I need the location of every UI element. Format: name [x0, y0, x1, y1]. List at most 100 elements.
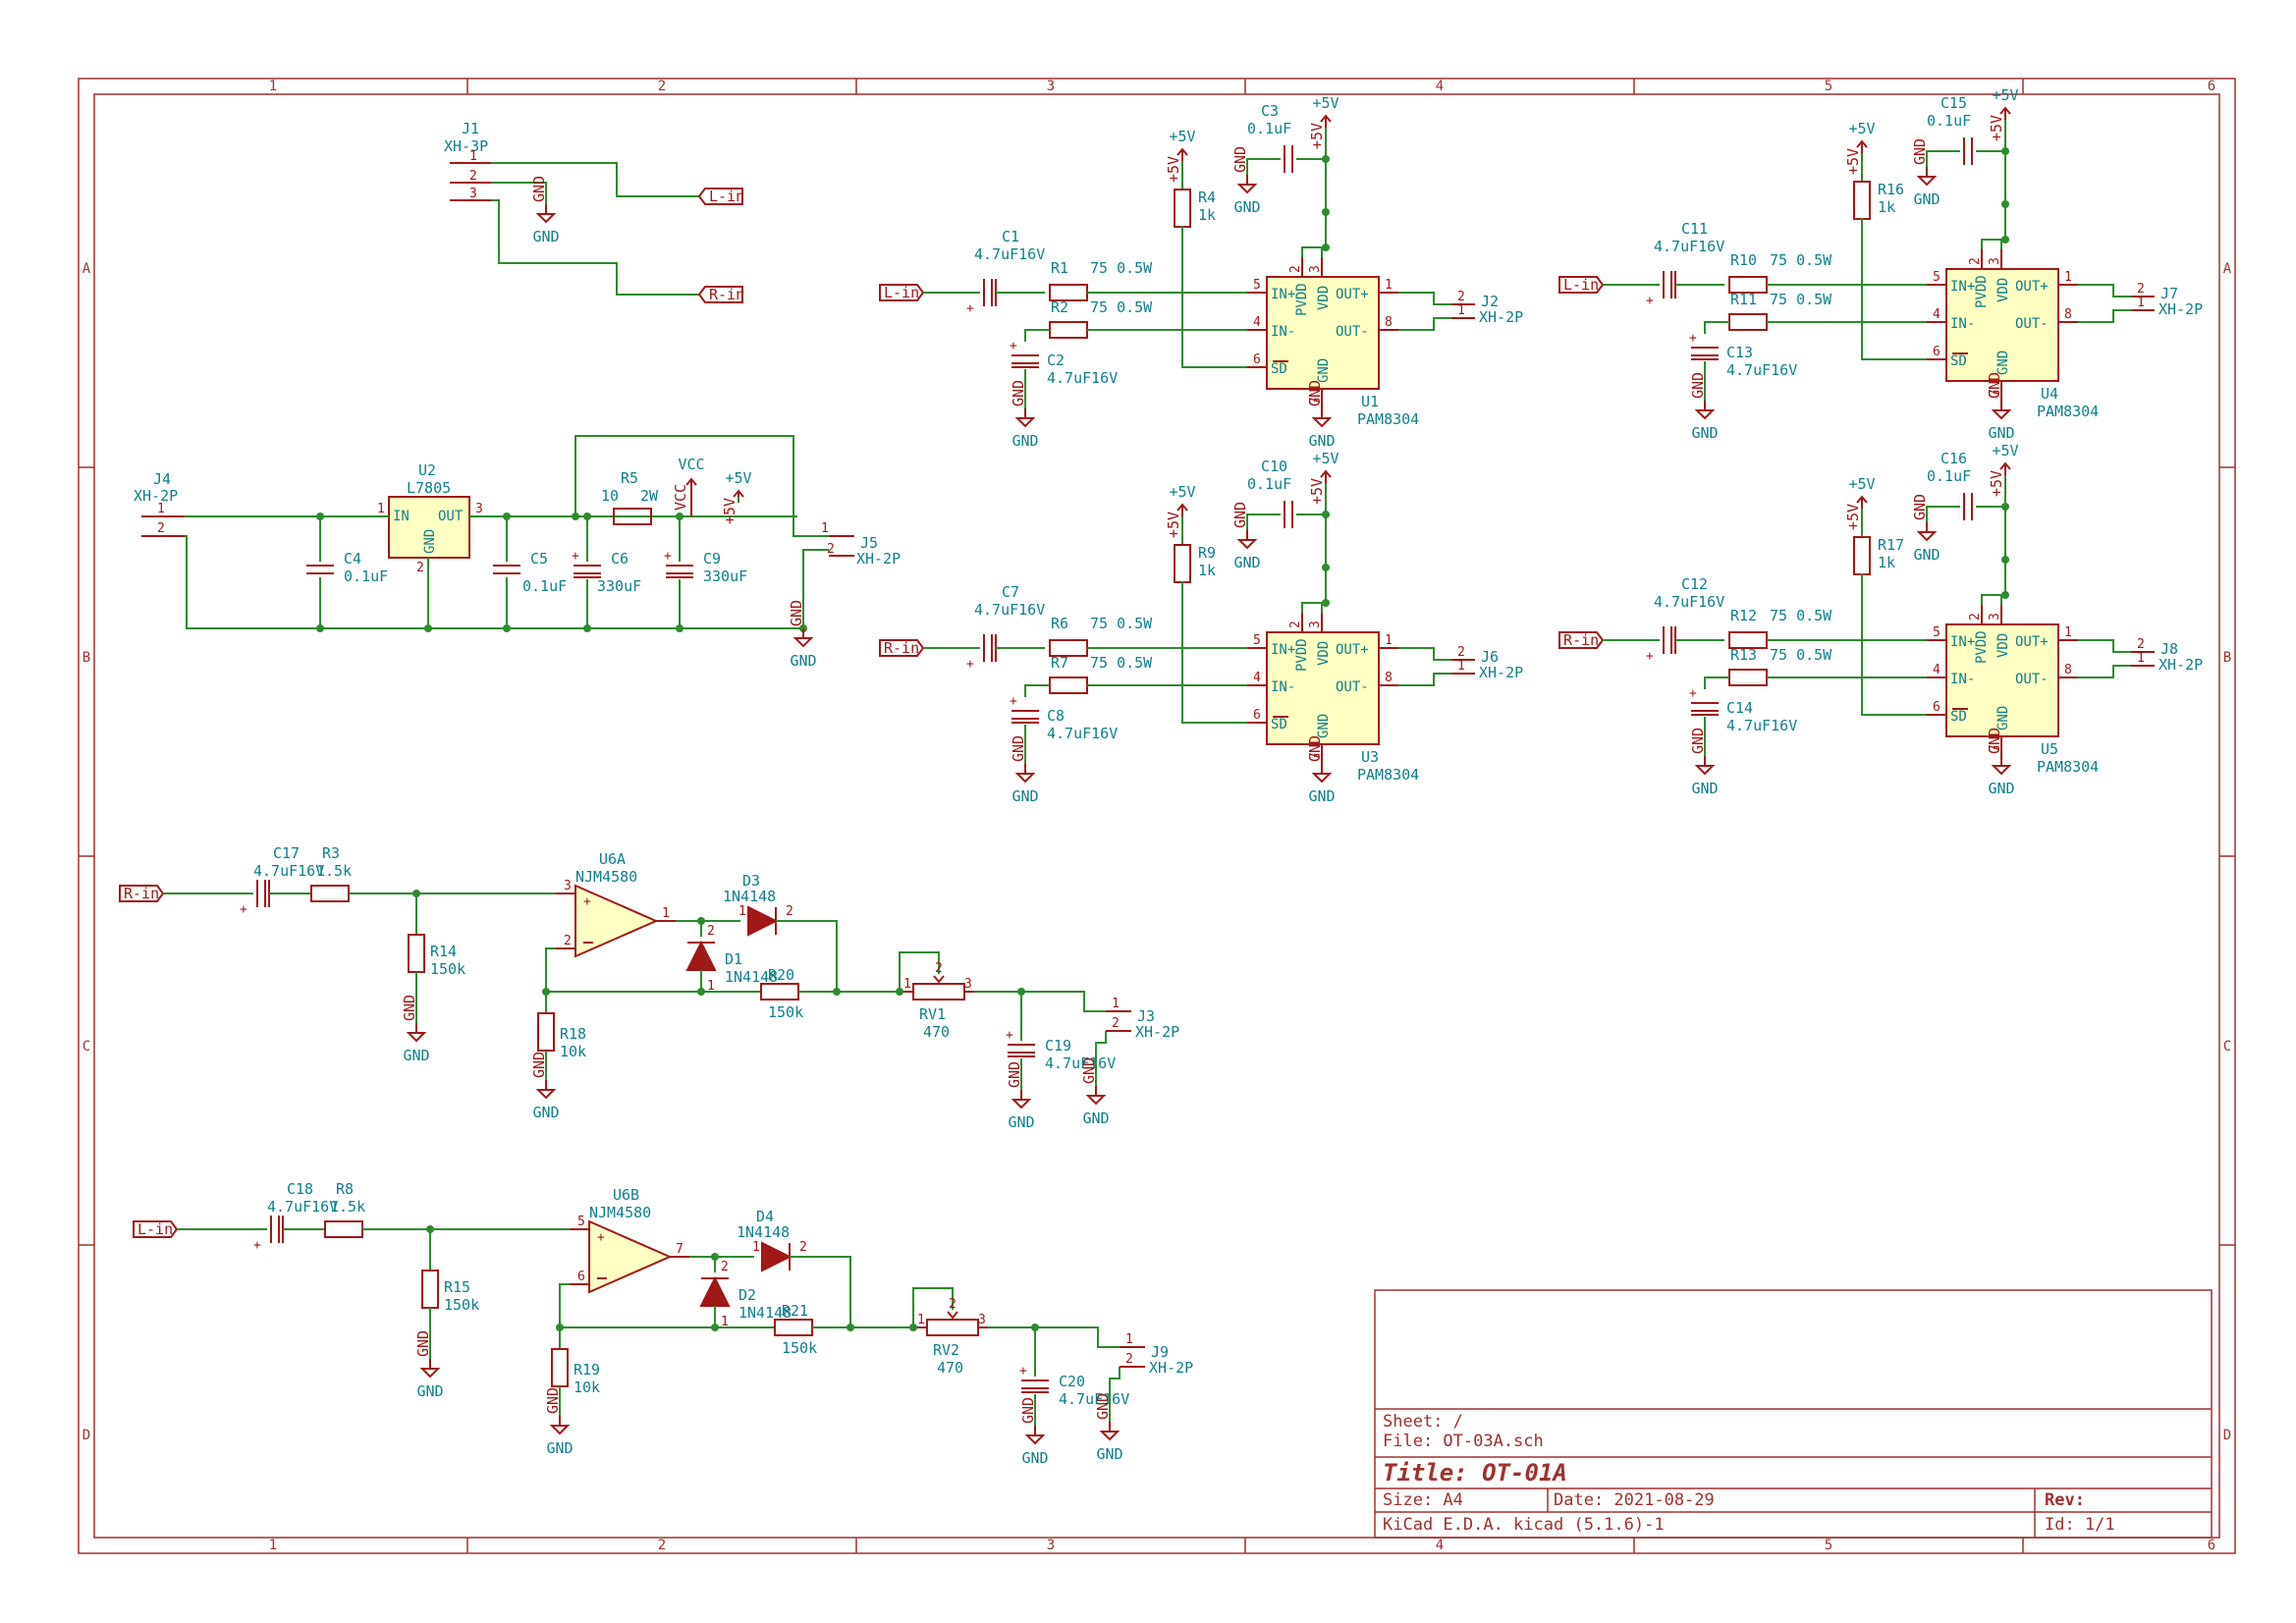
orb-value: 10k [574, 1379, 600, 1396]
gnd-label: GND [1988, 424, 2014, 442]
oj-ref: J3 [1137, 1007, 1155, 1025]
power-5v-amp: +5V+5V [1308, 450, 1339, 505]
power-5v-pin-label: +5V [1165, 156, 1182, 183]
pam-gnd: GND [1316, 714, 1332, 738]
pot-value: 470 [923, 1023, 950, 1041]
pam-vdd: VDD [1316, 286, 1332, 310]
c9-ref: C9 [703, 550, 721, 568]
tb-size: Size: A4 [1383, 1490, 1463, 1510]
amp-input-label-text: R-in [1563, 631, 1599, 649]
pam-outp: OUT+ [2015, 634, 2049, 650]
orb-ref: R19 [574, 1361, 600, 1379]
dfw-pin2: 2 [799, 1240, 807, 1255]
pot-pin1: 1 [903, 977, 911, 992]
pam-gnd: GND [1995, 351, 2011, 375]
pam-sd: SD [1271, 717, 1287, 732]
power-5v-pin-label: +5V [1308, 478, 1326, 505]
oco-value: 4.7uF16V [1059, 1390, 1129, 1408]
cap-plus: + [966, 301, 974, 316]
zone-col-top: 4 [1436, 79, 1444, 94]
or1-value: 1.5k [330, 1198, 365, 1216]
jout-pin1: 1 [2137, 296, 2145, 310]
rb-ref: R11 [1730, 291, 1757, 308]
title-block: Sheet: / File: OT-03A.sch Title: OT-01A … [1374, 1289, 2213, 1539]
pot-pin1: 1 [917, 1313, 925, 1327]
pam-outp: OUT+ [1336, 287, 1369, 302]
jout-pin2: 2 [2137, 637, 2145, 652]
j4-ref: J4 [153, 470, 171, 488]
u2-ref: U2 [418, 461, 436, 479]
cin-value: 4.7uF16V [1654, 238, 1724, 255]
or1-value: 1.5k [316, 862, 352, 880]
ra-value: 75 0.5W [1090, 259, 1153, 277]
pin1: 1 [2064, 625, 2072, 640]
jout-pin1: 1 [1457, 303, 1465, 318]
opamp-ref: U6A [599, 850, 626, 868]
zone-col-top: 6 [2208, 79, 2215, 94]
cap-plus: + [1689, 331, 1697, 346]
gnd-pin-label: GND [530, 1052, 548, 1078]
orf-value: 150k [768, 1003, 803, 1021]
pin6: 6 [1933, 345, 1941, 359]
decoup-value: 0.1uF [1247, 475, 1291, 493]
org-ref: R14 [430, 943, 457, 960]
pin7: 7 [1988, 744, 2002, 752]
zone-col-bottom: 6 [2208, 1538, 2215, 1553]
opamp-plus: + [583, 894, 591, 909]
cap-plus: + [1006, 1028, 1013, 1043]
or1-ref: R3 [322, 844, 340, 862]
u2-value: L7805 [407, 479, 451, 497]
gnd-label: GND [1233, 198, 1260, 216]
gnd-label: GND [1011, 787, 1038, 805]
zone-row-left: B [82, 650, 90, 666]
pin2: 2 [1968, 613, 1983, 621]
vcc-label: VCC [678, 456, 704, 473]
zone-row-right: D [2223, 1428, 2231, 1443]
power-5v-pullup: +5V+5V [1165, 128, 1196, 183]
orf-ref: R20 [768, 966, 794, 984]
c4-value: 0.1uF [344, 568, 388, 585]
pin2: 2 [1968, 257, 1983, 265]
decoup-value: 0.1uF [1247, 120, 1291, 137]
rb-value: 75 0.5W [1770, 291, 1832, 308]
gnd-pin-label: GND [1006, 1061, 1023, 1088]
amp-ref: U5 [2041, 740, 2058, 758]
power-5v-pullup: +5V+5V [1844, 475, 1876, 530]
gnd-label: GND [1233, 554, 1260, 571]
rb-value: 75 0.5W [1090, 654, 1153, 672]
dfw-value: 1N4148 [723, 888, 776, 905]
org-ref: R15 [444, 1278, 470, 1296]
opamp-u6a: +321U6ANJM4580R-in+C174.7uF16VR31.5kR141… [119, 844, 1179, 1131]
ra-value: 75 0.5W [1770, 607, 1832, 624]
cin-ref: C1 [1002, 228, 1019, 245]
pin5: 5 [1933, 625, 1941, 640]
tb-rev: Rev: [2045, 1490, 2085, 1510]
gnd-label: GND [1913, 546, 1940, 564]
amp-ref: U1 [1361, 393, 1379, 410]
zone-row-left: C [82, 1039, 90, 1055]
power-5v-amp: +5V+5V [1308, 94, 1339, 149]
pullup-ref: R9 [1198, 544, 1216, 562]
amp-input-label: R-in [879, 639, 925, 657]
pin4: 4 [1253, 315, 1261, 330]
pin1: 1 [2064, 270, 2072, 285]
pin4: 4 [1933, 307, 1941, 322]
opamp-pin-o: 1 [662, 906, 670, 921]
zone-row-right: B [2223, 650, 2231, 666]
c6-value: 330uF [597, 577, 641, 595]
zone-col-top: 3 [1047, 79, 1055, 94]
pam-pvdd: PVDD [1294, 638, 1310, 672]
pam-inn: IN- [1271, 679, 1295, 695]
cap-plus: + [240, 902, 247, 917]
